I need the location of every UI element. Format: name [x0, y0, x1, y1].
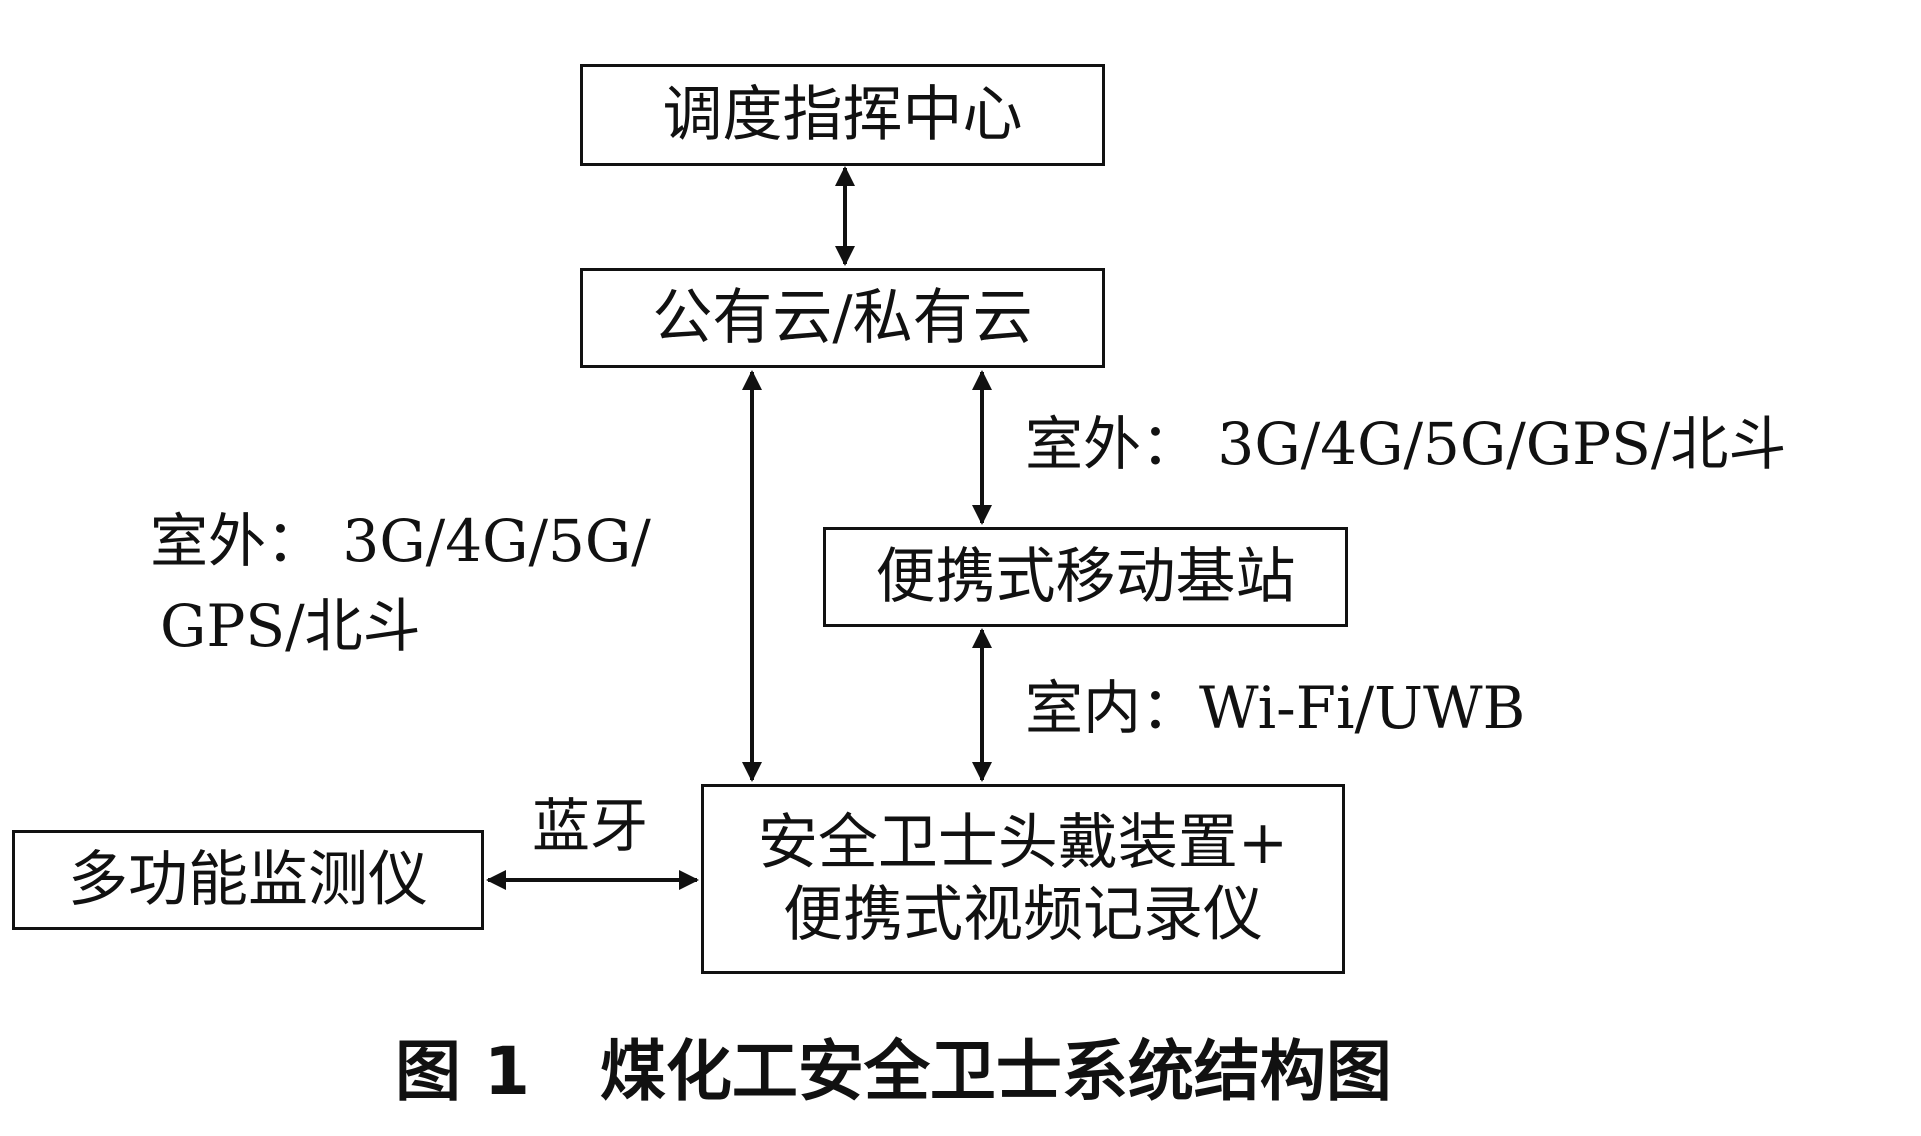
dispatch-center-label: 调度指挥中心	[662, 80, 1023, 150]
helmet-device-box: 安全卫士头戴装置+ 便携式视频记录仪	[701, 784, 1345, 974]
figure-caption: 图 1 煤化工安全卫士系统结构图	[395, 1018, 1392, 1114]
edge-label-cloud-basestation: 室外： 3G/4G/5G/GPS/北斗	[1025, 410, 1787, 478]
mobile-base-station-label: 便携式移动基站	[875, 542, 1296, 612]
edge-label-cloud-helmet-line2: GPS/北斗	[160, 592, 421, 660]
helmet-device-label-line2: 便携式视频记录仪	[783, 880, 1263, 950]
figure-title: 煤化工安全卫士系统结构图	[599, 1033, 1392, 1110]
edge-label-basestation-helmet: 室内：Wi-Fi/UWB	[1025, 674, 1526, 742]
mobile-base-station-box: 便携式移动基站	[823, 527, 1348, 627]
figure-number: 图 1	[395, 1033, 530, 1110]
edge-label-cloud-helmet-line1: 室外： 3G/4G/5G/	[150, 507, 651, 575]
edge-label-monitor-helmet: 蓝牙	[532, 792, 649, 860]
dispatch-center-box: 调度指挥中心	[580, 64, 1105, 166]
cloud-label: 公有云/私有云	[652, 283, 1033, 353]
multifunction-monitor-label: 多功能监测仪	[68, 845, 428, 915]
helmet-device-label-line1: 安全卫士头戴装置+	[757, 808, 1289, 878]
cloud-box: 公有云/私有云	[580, 268, 1105, 368]
multifunction-monitor-box: 多功能监测仪	[12, 830, 484, 930]
